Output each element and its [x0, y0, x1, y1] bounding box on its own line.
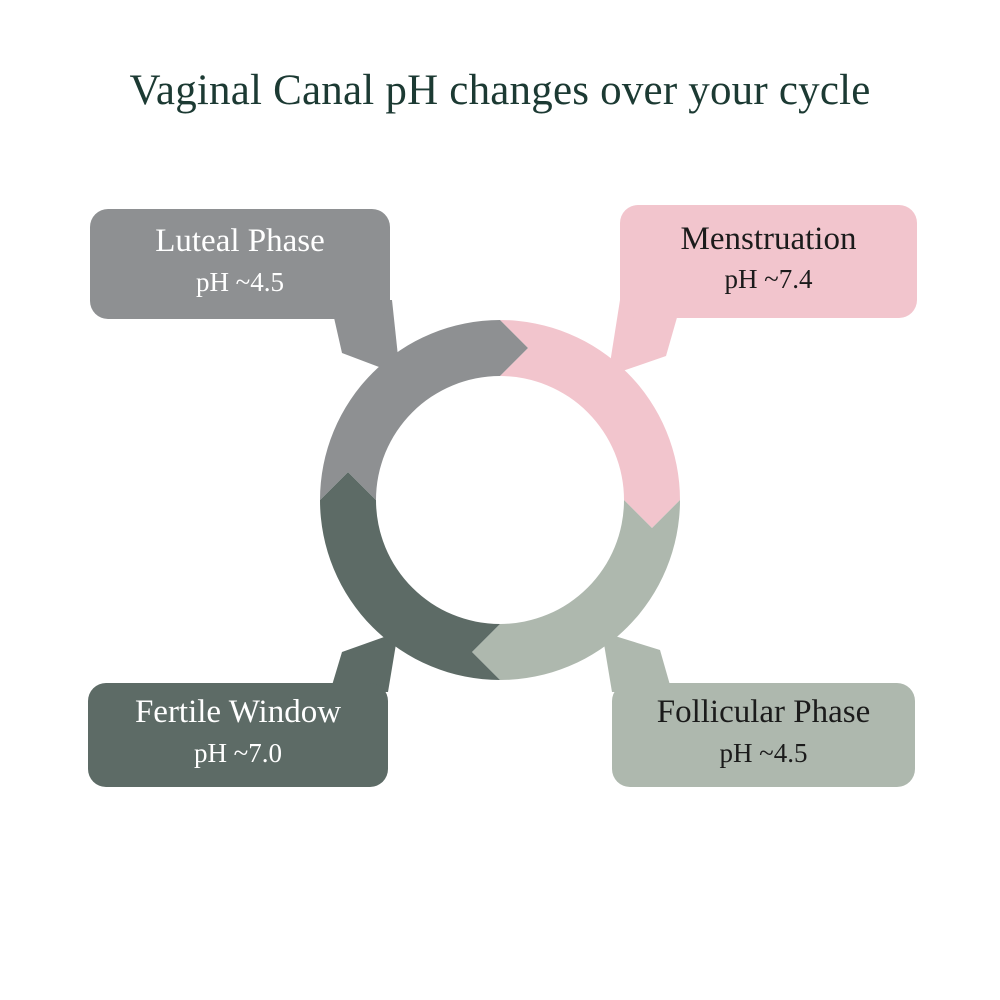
callout-menstruation[interactable]: Menstruation pH ~7.4	[620, 205, 917, 318]
callout-tail-fertile	[330, 632, 398, 692]
segment-menstruation	[500, 320, 680, 528]
callout-fertile-window[interactable]: Fertile Window pH ~7.0	[88, 683, 388, 787]
callout-follicular-ph: pH ~4.5	[719, 737, 808, 768]
callout-fertile-ph: pH ~7.0	[193, 737, 283, 768]
page-title: Vaginal Canal pH changes over your cycle	[129, 67, 871, 114]
segment-fertile-window	[320, 472, 500, 680]
callout-follicular-phase[interactable]: Follicular Phase pH ~4.5	[612, 683, 915, 787]
callout-follicular-title: Follicular Phase	[656, 694, 871, 731]
callout-luteal-title: Luteal Phase	[155, 223, 325, 260]
callout-luteal-phase[interactable]: Luteal Phase pH ~4.5	[90, 209, 390, 319]
callout-tail-follicular	[602, 632, 672, 692]
callout-menstruation-ph: pH ~7.4	[724, 264, 813, 295]
callout-luteal-ph: pH ~4.5	[195, 266, 285, 297]
segment-luteal	[320, 320, 528, 500]
callout-menstruation-title: Menstruation	[680, 220, 857, 257]
callout-fertile-title: Fertile Window	[134, 694, 342, 731]
callout-tail-menstruation	[608, 300, 682, 376]
segment-follicular	[472, 500, 680, 680]
donut-center-hole	[396, 396, 604, 604]
